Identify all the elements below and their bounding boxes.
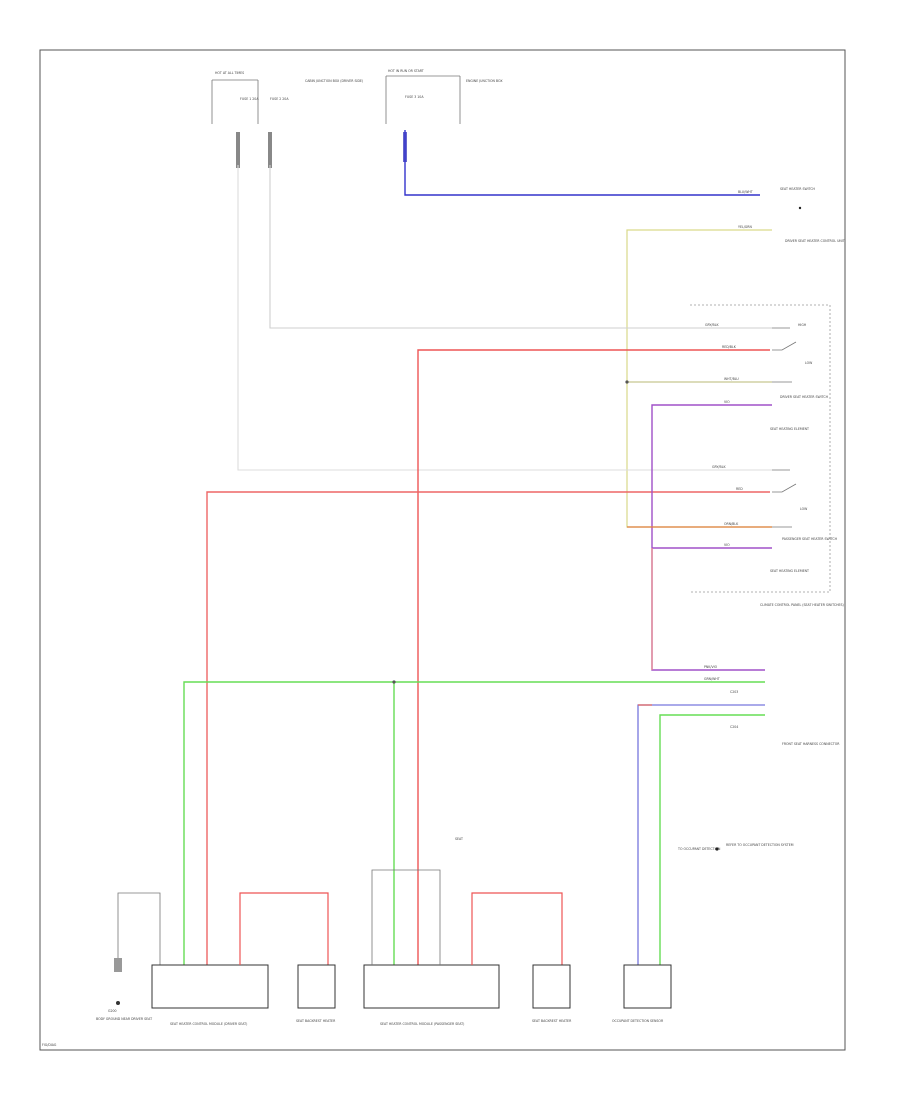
diagram-frame [39,49,846,1051]
junction-box-b-label: ENGINE JUNCTION BOX [466,79,503,83]
module-1-label: SEAT HEATER CONTROL MODULE (DRIVER SEAT) [170,1022,247,1026]
yellow-wire [626,229,772,528]
violet-wire-label-b: VIO [724,543,730,547]
yellow-component-label: DRIVER SEAT HEATER CONTROL UNIT [785,239,845,243]
switch-lo-label-2: LOW [800,507,808,511]
blue-wire-label: BLU/WHT [738,190,753,194]
driver-seat-heater-switch: HIGH LOW DRIVER SEAT HEATER SWITCH [772,323,829,399]
ground-caption: BODY GROUND NEAR DRIVER SEAT [96,1017,152,1021]
callout-dot-icon [715,847,719,851]
fuse-b-label: FUSE 2 20A [270,97,289,101]
switch-panel-caption: CLIMATE CONTROL PANEL (SEAT HEATER SWITC… [760,603,844,607]
module-2-box [297,964,336,1009]
module-3-box [363,964,500,1009]
module-5-box [623,964,672,1009]
splice-icon [625,380,629,384]
orange-wire-label: ORN/BLK [724,522,739,526]
module-driver-seat: SEAT HEATER CONTROL MODULE (DRIVER SEAT) [151,892,329,1026]
green-wire-a [183,681,765,965]
passenger-switch-label: PASSENGER SEAT HEATER SWITCH [782,537,838,541]
heater-element-a-label: SEAT HEATING ELEMENT [770,427,809,431]
top-right-component-label: SEAT HEATER SWITCH [780,187,816,191]
driver-switch-label: DRIVER SEAT HEATER SWITCH [780,395,829,399]
ground-icon [116,1001,120,1005]
fuse-box-left: HOT AT ALL TIMES FUSE 1 20A FUSE 2 20A C… [211,71,363,168]
passenger-seat-heater-switch: LOW PASSENGER SEAT HEATER SWITCH [772,469,838,541]
connector-caption: FRONT SEAT HARNESS CONNECTOR [782,742,840,746]
fuse-b-terminal [268,132,272,168]
green-wire-c [659,714,765,965]
module-4-label: SEAT BACKREST HEATER [532,1019,572,1023]
callout-text: TO OCCUPANT DETECTION [677,847,721,851]
hot-in-run-label: HOT IN RUN OR START [388,69,424,73]
fuse-c-label: FUSE 3 10A [405,95,424,99]
red-wire-b [206,491,770,965]
splice-icon-2 [392,680,396,684]
module-3-label: SEAT HEATER CONTROL MODULE (PASSENGER SE… [380,1022,464,1026]
red-loop-a [239,892,329,965]
module-occupant-sensor: OCCUPANT DETECTION SENSOR [612,964,672,1023]
red-wire-label-b: RED [736,487,743,491]
module-1-box [151,964,269,1009]
connector-a-label: C203 [730,690,738,694]
connector-b-label: C204 [730,725,738,729]
fuse-a-label: FUSE 1 20A [240,97,259,101]
green-wire-label: GRN/WHT [704,677,720,681]
switch-lo-label: LOW [805,361,813,365]
gray-wire-a [269,165,772,329]
gray-wire-label-a: GRY/BLK [705,323,719,327]
ground-left: G200 BODY GROUND NEAR DRIVER SEAT [96,892,161,1021]
corner-code: FIG/DIAG [42,1043,57,1047]
junction-box-a-label: CABIN JUNCTION BOX (DRIVER SIDE) [305,79,363,83]
blue-wire-b [637,704,765,965]
red-wire-label-a: RED/BLK [722,345,737,349]
red-wire-a [417,349,770,965]
switch-panel-border [690,304,831,593]
pink-wire-label: PNK/VIO [704,665,718,669]
module-2-label: SEAT BACKREST HEATER [296,1019,336,1023]
side-note: REFER TO OCCUPANT DETECTION SYSTEM [726,843,794,847]
module-backrest-b: SEAT BACKREST HEATER [532,964,572,1023]
fuse-a-terminal [236,132,240,168]
violet-wire-a [651,404,772,671]
yellow-wire-label: YEL/GRN [738,225,752,229]
violet-wire-label-a: VIO [724,400,730,404]
olive-wire-label: WHT/BLU [724,377,739,381]
fuse-box-right: HOT IN RUN OR START FUSE 3 10A ENGINE JU… [385,69,503,162]
blue-wire [404,130,760,196]
module-passenger-seat: SEAT HEATER CONTROL MODULE (PASSENGER SE… [363,837,563,1026]
module-4-box [532,964,571,1009]
connector-pin-icon [798,206,802,210]
red-loop-b [471,892,563,965]
module-backrest-a: SEAT BACKREST HEATER [296,964,336,1023]
heater-element-b-label: SEAT HEATING ELEMENT [770,569,809,573]
switch-hi-label: HIGH [798,323,807,327]
ground-terminal [114,958,122,972]
hot-at-all-times-label: HOT AT ALL TIMES [215,71,244,75]
gray-wire-b [237,165,772,471]
ground-label: G200 [108,1009,117,1013]
gray-wire-label-b: GRY/BLK [712,465,726,469]
module-5-label: OCCUPANT DETECTION SENSOR [612,1019,664,1023]
vertical-tag: SEAT [455,837,463,841]
